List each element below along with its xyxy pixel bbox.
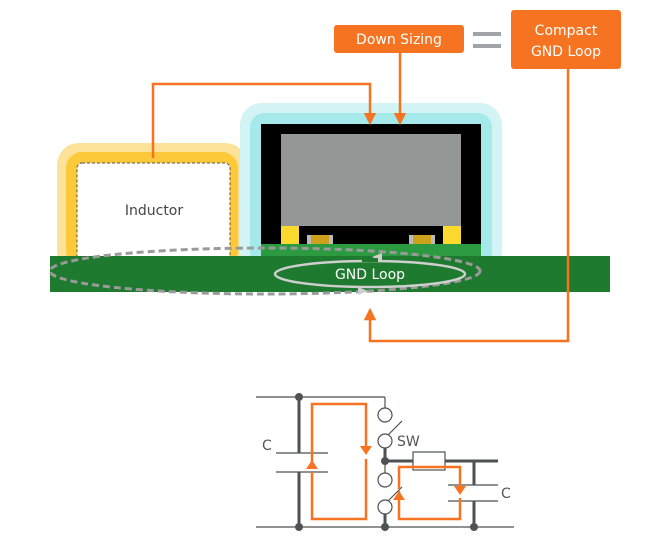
large-gnd-loop xyxy=(48,246,482,296)
loop-arrow-top-icon xyxy=(372,253,382,262)
arrow-down-icon xyxy=(454,486,466,495)
compact-gnd-loop-callout: Compact GND Loop xyxy=(511,10,621,69)
compact-label-line2: GND Loop xyxy=(531,44,601,60)
right-capacitor-label: C xyxy=(501,486,511,502)
inductor-label: Inductor xyxy=(125,203,184,219)
right-capacitor xyxy=(413,235,431,244)
switch-label: SW xyxy=(397,434,420,450)
switch-terminal xyxy=(377,472,393,488)
left-pad xyxy=(281,226,299,244)
down-sizing-callout: Down Sizing xyxy=(334,25,464,53)
arrow-down-icon xyxy=(360,446,372,455)
power-module xyxy=(240,103,502,273)
equals-icon xyxy=(473,32,501,48)
loop-arrow-bottom-icon xyxy=(358,287,368,295)
lower-switch-blade xyxy=(387,486,403,502)
input-current-loop xyxy=(306,402,372,521)
down-sizing-label: Down Sizing xyxy=(356,32,442,48)
compact-label-line1: Compact xyxy=(535,23,598,39)
left-capacitor-label: C xyxy=(262,438,272,454)
switch-terminal xyxy=(377,433,393,449)
inductor-group: Inductor xyxy=(57,143,247,273)
compact-loop-arrow xyxy=(363,68,570,343)
gnd-loop-label: GND Loop xyxy=(335,267,405,283)
down-sizing-box xyxy=(334,25,464,53)
upper-switch-blade xyxy=(387,420,403,436)
node-dot xyxy=(295,523,303,531)
left-capacitor xyxy=(311,235,329,244)
arrow-up-icon xyxy=(393,491,405,500)
node-dot xyxy=(470,523,478,531)
switch-terminal xyxy=(377,407,393,423)
inductor-to-module-arrow xyxy=(151,82,377,158)
output-current-loop xyxy=(393,465,466,521)
node-dot xyxy=(381,523,389,531)
switch-terminal xyxy=(377,499,393,515)
inductor-core xyxy=(76,162,231,264)
node-dot xyxy=(295,393,303,401)
circuit-schematic: C SW C xyxy=(256,393,514,531)
compact-gnd-loop-box xyxy=(511,10,621,69)
compact-gnd-loop: GND Loop xyxy=(273,253,467,295)
right-pad xyxy=(443,226,461,244)
arrow-up-icon xyxy=(306,460,318,469)
ic-chip xyxy=(281,134,461,226)
